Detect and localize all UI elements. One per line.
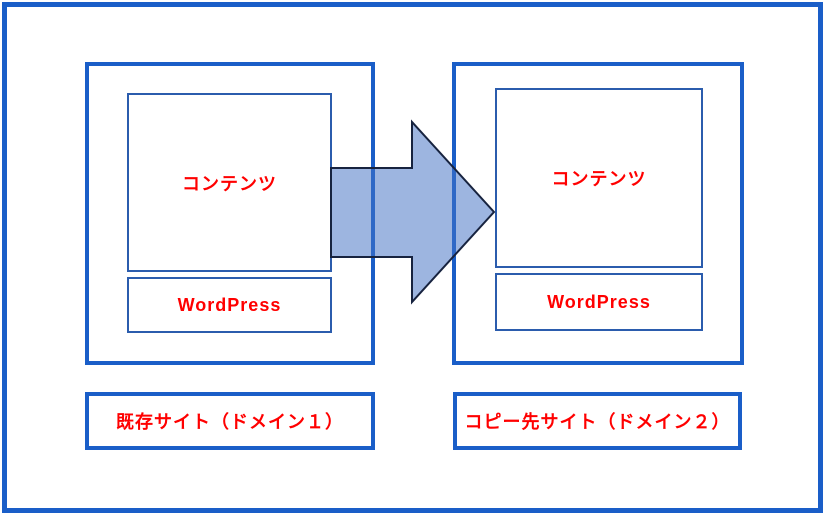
copy-site-content-box: コンテンツ (495, 88, 703, 268)
existing-site-wordpress-label: WordPress (177, 294, 282, 315)
copy-site-caption-box: コピー先サイト（ドメイン２） (453, 392, 742, 450)
copy-site-wordpress-box: WordPress (495, 273, 703, 331)
existing-site-caption: 既存サイト（ドメイン１） (116, 412, 344, 432)
copy-site-wordpress-label: WordPress (547, 291, 651, 312)
copy-site-content-label: コンテンツ (551, 169, 647, 189)
existing-site-caption-box: 既存サイト（ドメイン１） (85, 392, 375, 450)
copy-site-caption: コピー先サイト（ドメイン２） (464, 412, 731, 432)
existing-site-wordpress-box: WordPress (127, 277, 332, 333)
existing-site-content-label: コンテンツ (182, 173, 277, 194)
existing-site-content-box: コンテンツ (127, 93, 332, 272)
